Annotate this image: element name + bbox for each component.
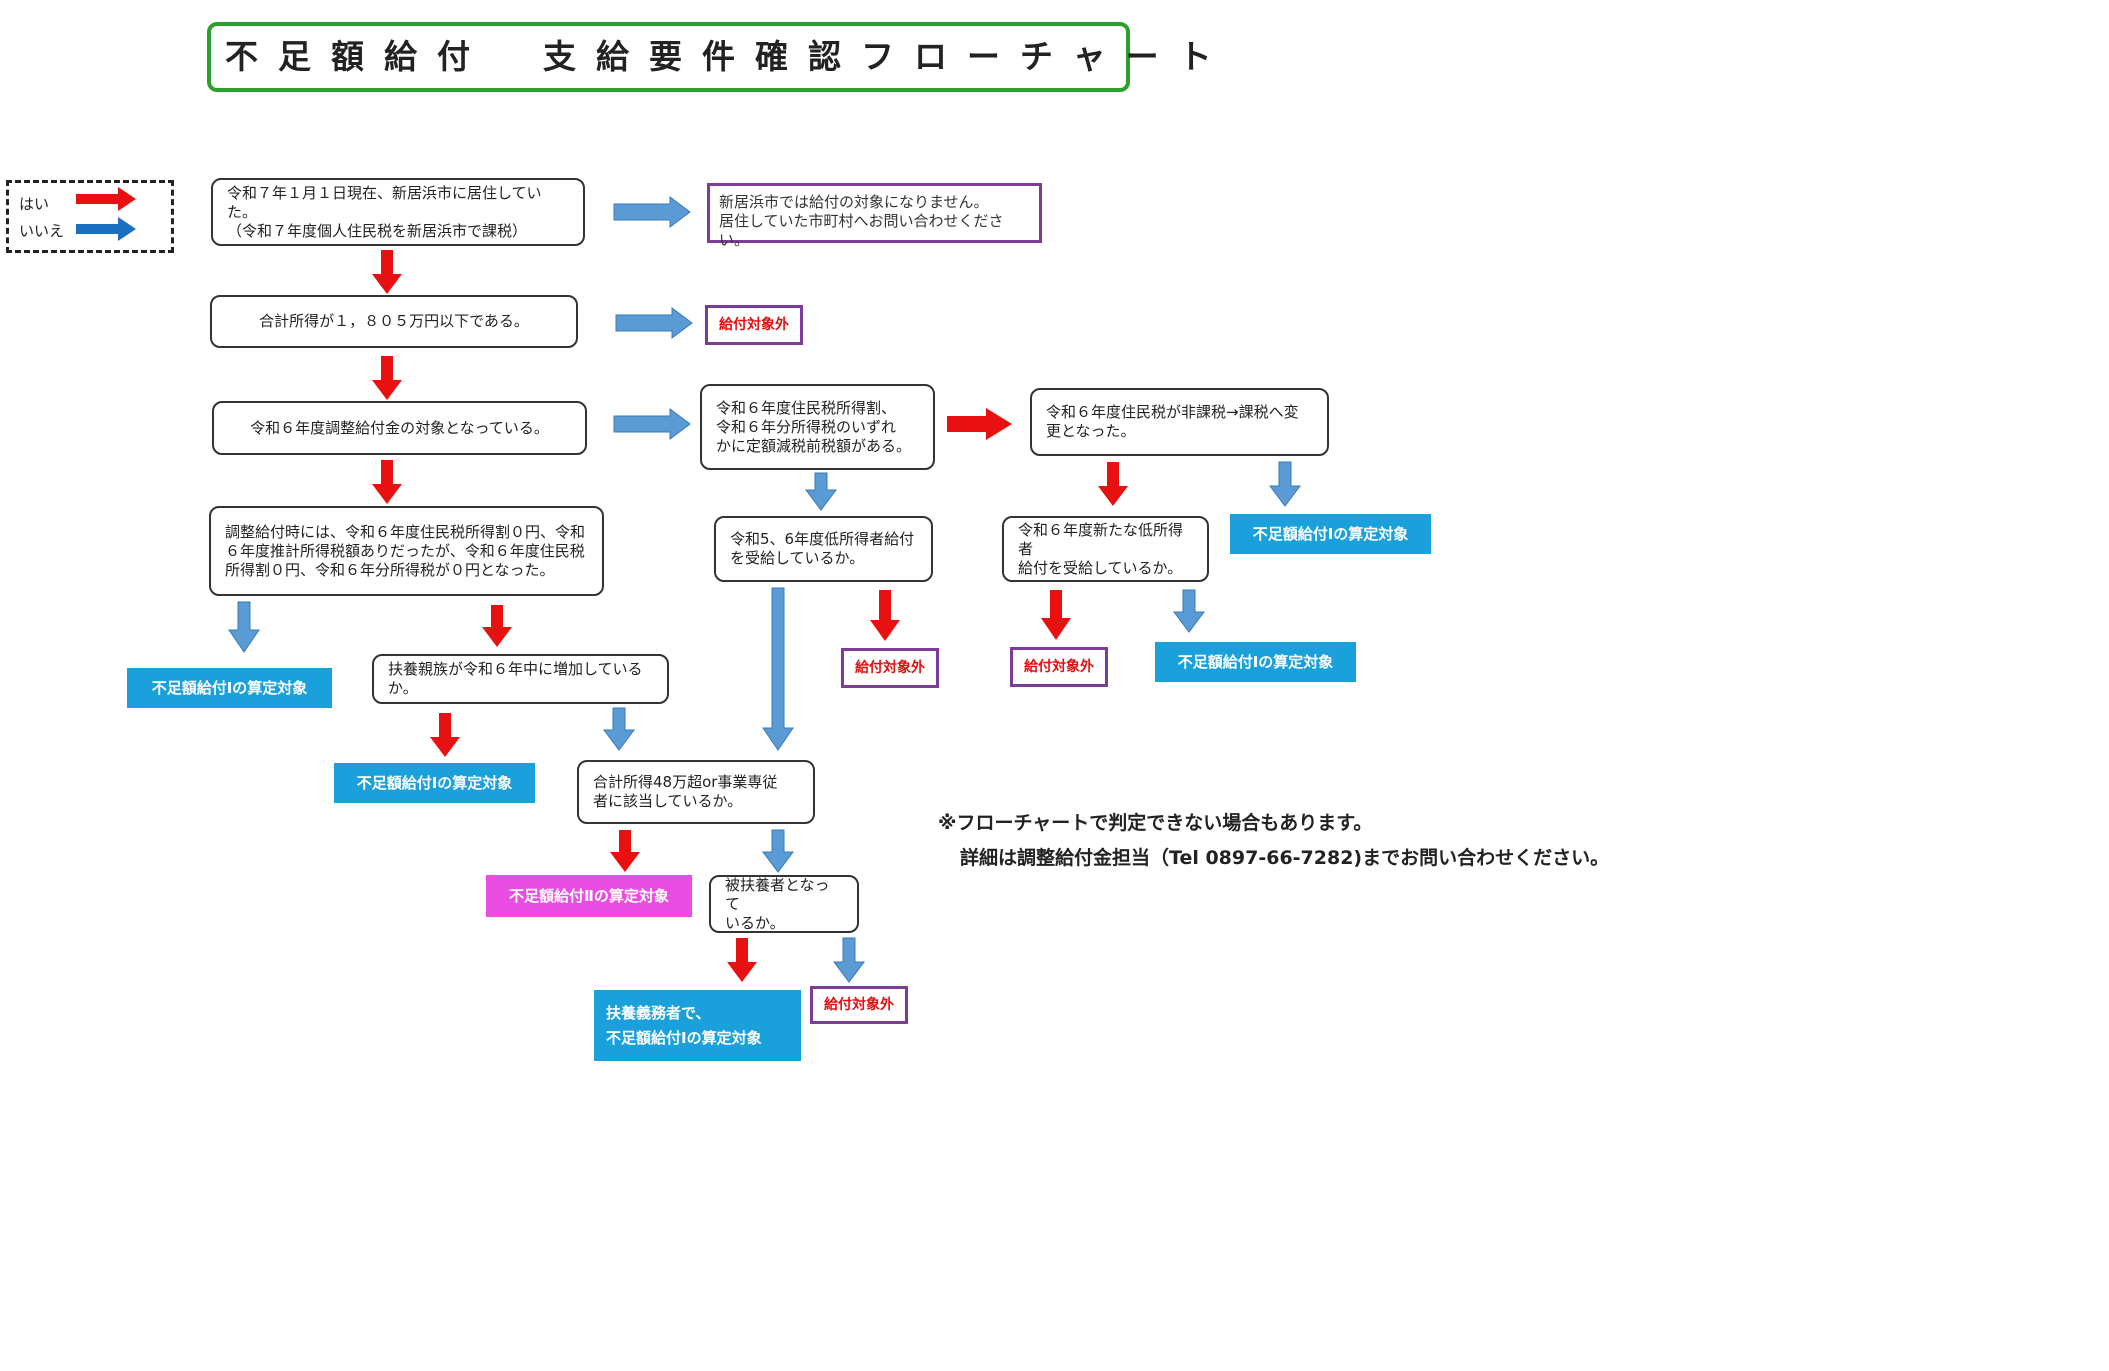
question-low-income-benefit-r5-r6: 令和5、6年度低所得者給付 を受給しているか。 xyxy=(714,516,933,582)
question-tax-zero-text: 調整給付時には、令和６年度住民税所得割０円、令和 ６年度推計所得税額ありだったが… xyxy=(225,522,586,579)
legend: はい いいえ xyxy=(6,180,174,253)
outcome-type1: 不足額給付Ⅰの算定対象 xyxy=(1230,514,1431,554)
no-arrow-down xyxy=(603,707,635,751)
question-adjustment-benefit: 令和６年度調整給付金の対象となっている。 xyxy=(212,401,587,455)
yes-arrow-down xyxy=(372,250,402,294)
yes-arrow-down xyxy=(1098,462,1128,506)
yes-arrow-down xyxy=(372,460,402,504)
no-arrow-down xyxy=(805,472,837,511)
question-income-48-or-family-worker: 合計所得48万超or事業専従 者に該当しているか。 xyxy=(577,760,815,824)
question-dependents-increase-text: 扶養親族が令和６年中に増加しているか。 xyxy=(388,660,643,697)
question-residence-text: 令和７年１月１日現在、新居浜市に居住していた。 （令和７年度個人住民税を新居浜市… xyxy=(227,183,542,240)
question-income-48-or-family-worker-text: 合計所得48万超or事業専従 者に該当しているか。 xyxy=(593,773,778,810)
legend-no-label: いいえ xyxy=(19,222,65,240)
question-adjustment-benefit-text: 令和６年度調整給付金の対象となっている。 xyxy=(250,418,549,437)
question-nontax-to-tax-text: 令和６年度住民税が非課税→課税へ変 更となった。 xyxy=(1046,403,1299,440)
question-pre-reduction-tax: 令和６年度住民税所得割、 令和６年分所得税のいずれ かに定額減税前税額がある。 xyxy=(700,384,935,470)
question-pre-reduction-tax-text: 令和６年度住民税所得割、 令和６年分所得税のいずれ かに定額減税前税額がある。 xyxy=(716,398,912,455)
no-arrow-down xyxy=(228,601,260,653)
question-dependents-increase: 扶養親族が令和６年中に増加しているか。 xyxy=(372,654,669,704)
yes-arrow-down xyxy=(610,830,640,872)
no-arrow-right xyxy=(613,196,691,228)
outcome-type2: 不足額給付Ⅱの算定対象 xyxy=(486,875,692,917)
question-tax-zero: 調整給付時には、令和６年度住民税所得割０円、令和 ６年度推計所得税額ありだったが… xyxy=(209,506,604,596)
no-arrow-down xyxy=(833,937,865,983)
yes-arrow-down xyxy=(430,713,460,757)
no-arrow-down xyxy=(1173,589,1205,633)
note-line1: ※フローチャートで判定できない場合もあります。 xyxy=(938,812,1373,834)
question-dependent-status-text: 被扶養者となって いるか。 xyxy=(725,875,830,932)
no-arrow-down xyxy=(1269,461,1301,507)
outcome-ineligible: 給付対象外 xyxy=(841,648,939,688)
outcome-ineligible: 給付対象外 xyxy=(705,305,803,345)
question-income-limit: 合計所得が１，８０５万円以下である。 xyxy=(210,295,578,348)
no-arrow-down xyxy=(762,829,794,873)
outcome-ineligible: 給付対象外 xyxy=(1010,647,1108,687)
outcome-type1: 不足額給付Ⅰの算定対象 xyxy=(334,763,535,803)
outcome-other-city: 新居浜市では給付の対象になりません。 居住していた市町村へお問い合わせください。 xyxy=(707,183,1042,249)
yes-arrow-down xyxy=(372,356,402,400)
page-title: 不足額給付 支給要件確認フローチャート xyxy=(207,22,1212,92)
note-line2: 詳細は調整給付金担当（Tel 0897-66-7282)までお問い合わせください… xyxy=(960,847,1610,869)
yes-arrow-down xyxy=(870,590,900,641)
no-arrow-down xyxy=(762,587,794,751)
no-arrow-right xyxy=(613,408,691,440)
question-dependent-status: 被扶養者となって いるか。 xyxy=(709,875,859,933)
no-arrow-right xyxy=(615,307,693,339)
outcome-type1: 不足額給付Ⅰの算定対象 xyxy=(1155,642,1356,682)
yes-arrow-down xyxy=(727,938,757,982)
question-low-income-benefit-r5-r6-text: 令和5、6年度低所得者給付 を受給しているか。 xyxy=(730,530,915,567)
legend-no-arrow xyxy=(76,217,136,241)
yes-arrow-down xyxy=(1041,590,1071,640)
legend-yes-arrow xyxy=(76,187,136,211)
question-new-low-income-benefit: 令和６年度新たな低所得者 給付を受給しているか。 xyxy=(1002,516,1209,582)
outcome-type1: 不足額給付Ⅰの算定対象 xyxy=(127,668,332,708)
question-income-limit-text: 合計所得が１，８０５万円以下である。 xyxy=(259,312,529,330)
question-nontax-to-tax: 令和６年度住民税が非課税→課税へ変 更となった。 xyxy=(1030,388,1329,456)
legend-yes-label: はい xyxy=(19,195,50,213)
yes-arrow-right xyxy=(947,408,1012,440)
question-residence: 令和７年１月１日現在、新居浜市に居住していた。 （令和７年度個人住民税を新居浜市… xyxy=(211,178,585,246)
outcome-dependent-type1: 扶養義務者で、 不足額給付Ⅰの算定対象 xyxy=(594,990,801,1061)
question-new-low-income-benefit-text: 令和６年度新たな低所得者 給付を受給しているか。 xyxy=(1018,520,1184,577)
yes-arrow-down xyxy=(482,605,512,647)
outcome-ineligible: 給付対象外 xyxy=(810,986,908,1024)
